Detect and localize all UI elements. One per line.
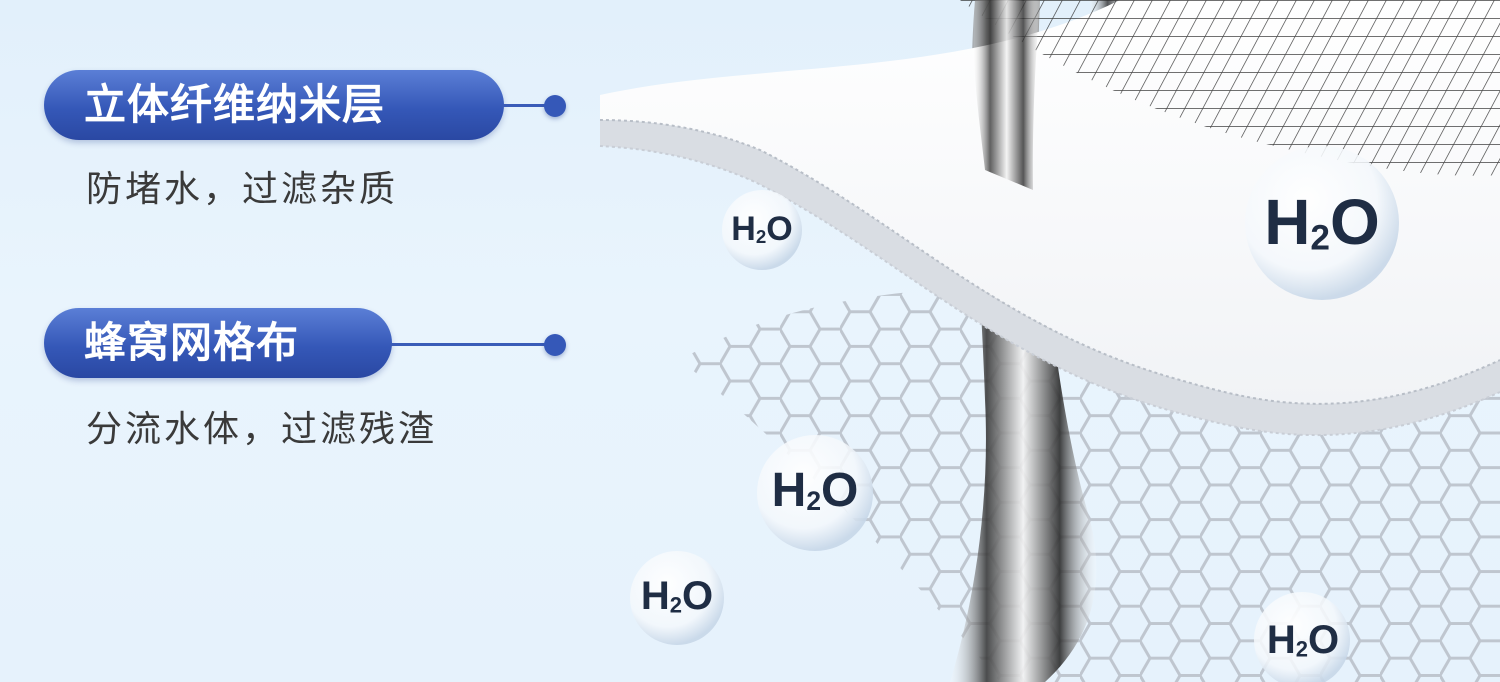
nano-grid	[960, 0, 1500, 176]
feature-title-pill: 立体纤维纳米层	[44, 70, 504, 140]
connector-line	[502, 104, 554, 107]
h2o-bubble-label: H2O	[731, 210, 793, 248]
feature-title: 蜂窝网格布	[84, 318, 300, 367]
connector-dot	[544, 95, 566, 117]
h2o-bubble-label: H2O	[640, 574, 714, 618]
feature-title-pill: 蜂窝网格布	[44, 308, 392, 378]
feature-description: 防堵水，过滤杂质	[86, 169, 399, 210]
bubble-group	[630, 146, 1399, 682]
connector-dot	[544, 334, 566, 356]
feature-description: 分流水体，过滤残渣	[86, 409, 438, 450]
h2o-bubble-label: H2O	[771, 464, 859, 517]
feature-title: 立体纤维纳米层	[84, 80, 386, 129]
connector-line	[390, 343, 552, 346]
h2o-bubble-label: H2O	[1264, 186, 1380, 258]
h2o-bubble-label: H2O	[1266, 618, 1340, 662]
